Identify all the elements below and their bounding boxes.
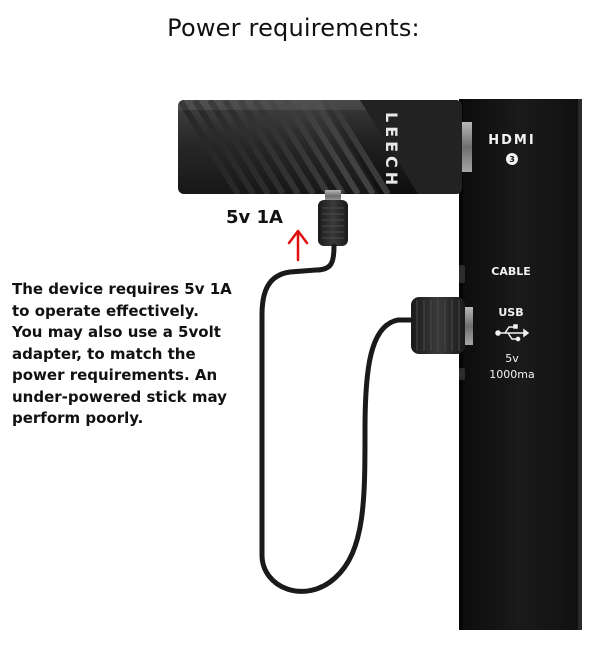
hdmi-label: HDMI xyxy=(488,133,535,148)
description-line: to operate effectively. xyxy=(12,301,199,320)
tv-side-panel xyxy=(459,99,582,630)
description-line: adapter, to match the xyxy=(12,344,196,363)
description-line: The device requires 5v 1A xyxy=(12,280,232,298)
description-text: The device requires 5v 1A to operate eff… xyxy=(12,279,252,430)
usb-plug xyxy=(411,297,473,354)
hdmi-port-number: 3 xyxy=(509,155,515,164)
hdmi-port-badge xyxy=(506,153,518,165)
requirement-label: 5v 1A xyxy=(226,207,283,228)
usb-current: 1000ma xyxy=(489,368,534,381)
usb-label: USB xyxy=(498,306,523,319)
description-line: power requirements. An xyxy=(12,366,218,384)
description-line: You may also use a 5volt xyxy=(12,323,221,341)
stick-texture xyxy=(178,100,462,194)
description-line: perform poorly. xyxy=(12,409,144,427)
usb-voltage: 5v xyxy=(505,352,519,365)
streaming-stick xyxy=(178,100,462,194)
micro-usb-plug xyxy=(318,190,348,246)
up-arrow-icon xyxy=(287,229,309,262)
stick-brand-text: LEECH xyxy=(382,112,401,189)
usb-icon xyxy=(495,324,530,342)
usb-cable xyxy=(259,243,414,594)
cable-label: CABLE xyxy=(491,265,531,278)
page-title: Power requirements: xyxy=(167,14,420,42)
description-line: under-powered stick may xyxy=(12,387,227,406)
